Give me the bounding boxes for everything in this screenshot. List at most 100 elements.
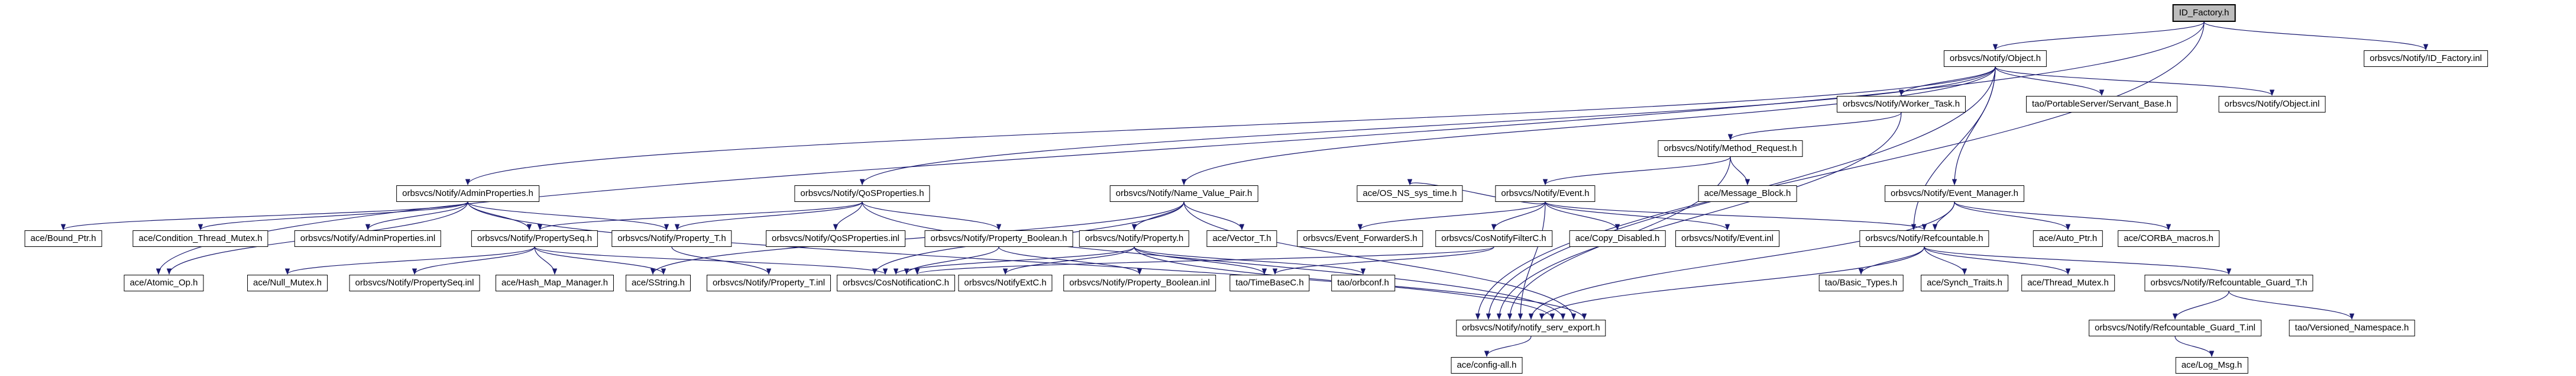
- edge-notify_event_h-to-refcountable_h: [1545, 201, 1927, 231]
- node-notify_object_h[interactable]: orbsvcs/Notify/Object.h: [1943, 50, 2047, 67]
- node-adminproperties_inl[interactable]: orbsvcs/Notify/AdminProperties.inl: [294, 230, 442, 247]
- edge-cosnotifyfilterc_h-to-cosnotificationc_h: [915, 246, 1494, 275]
- node-name_value_pair_h[interactable]: orbsvcs/Notify/Name_Value_Pair.h: [1109, 185, 1258, 202]
- node-os_ns_sys_time_h[interactable]: ace/OS_NS_sys_time.h: [1357, 185, 1463, 202]
- node-servant_base_h[interactable]: tao/PortableServer/Servant_Base.h: [2026, 96, 2177, 113]
- node-propertyseq_h[interactable]: orbsvcs/Notify/PropertySeq.h: [471, 230, 598, 247]
- node-cosnotificationc_h[interactable]: orbsvcs/CosNotificationC.h: [836, 275, 956, 291]
- node-hash_map_manager_h[interactable]: ace/Hash_Map_Manager.h: [495, 275, 614, 291]
- edge-adminproperties_h-to-adminproperties_inl: [365, 201, 468, 231]
- edge-qosproperties_h-to-property_boolean_h: [862, 201, 1002, 231]
- node-worker_task_h[interactable]: orbsvcs/Notify/Worker_Task.h: [1836, 96, 1966, 113]
- edge-id_factory_h-to-notify_serv_export_h: [1475, 21, 2205, 320]
- edge-qosproperties_h-to-propertyseq_h: [538, 201, 863, 231]
- node-synch_traits_h[interactable]: ace/Synch_Traits.h: [1921, 275, 2008, 291]
- node-bound_ptr_h[interactable]: ace/Bound_Ptr.h: [24, 230, 102, 247]
- node-id_factory_inl[interactable]: orbsvcs/Notify/ID_Factory.inl: [2364, 50, 2488, 67]
- node-property_t_inl[interactable]: orbsvcs/Notify/Property_T.inl: [706, 275, 831, 291]
- node-log_msg_h[interactable]: ace/Log_Msg.h: [2175, 357, 2248, 374]
- edge-notify_event_h-to-copy_disabled_h: [1545, 201, 1620, 231]
- edge-notify_event_h-to-cosnotifyfilterc_h: [1491, 201, 1546, 231]
- edge-refcountable_h-to-thread_mutex_h: [1924, 246, 2071, 275]
- node-config_all_h[interactable]: ace/config-all.h: [1451, 357, 1523, 374]
- edge-method_request_h-to-message_block_h: [1730, 156, 1750, 186]
- node-property_t_h[interactable]: orbsvcs/Notify/Property_T.h: [611, 230, 732, 247]
- node-notify_serv_export_h[interactable]: orbsvcs/Notify/notify_serv_export.h: [1456, 320, 1606, 336]
- edge-notify_serv_export_h-to-config_all_h: [1484, 336, 1532, 358]
- node-property_boolean_inl[interactable]: orbsvcs/Notify/Property_Boolean.inl: [1063, 275, 1216, 291]
- node-id_factory_h[interactable]: ID_Factory.h: [2172, 4, 2236, 22]
- node-event_manager_h[interactable]: orbsvcs/Notify/Event_Manager.h: [1885, 185, 2024, 202]
- edge-notify_event_h-to-event_inl: [1545, 201, 1730, 231]
- node-vector_t_h[interactable]: ace/Vector_T.h: [1206, 230, 1277, 247]
- edge-refcountable_guard_t_h-to-refcountable_guard_t_inl: [2172, 291, 2229, 320]
- edge-worker_task_h-to-method_request_h: [1727, 112, 1902, 141]
- node-event_forwarders_h[interactable]: orbsvcs/Event_ForwarderS.h: [1297, 230, 1423, 247]
- edge-method_request_h-to-notify_event_h: [1542, 156, 1731, 186]
- edge-qosproperties_h-to-qosproperties_inl: [833, 201, 863, 231]
- node-corba_macros_h[interactable]: ace/CORBA_macros.h: [2118, 230, 2219, 247]
- edge-notify_object_h-to-name_value_pair_h: [1181, 66, 1996, 186]
- edge-event_manager_h-to-notify_serv_export_h: [1528, 201, 1955, 320]
- edge-notify_object_h-to-object_inl: [1995, 66, 2274, 97]
- node-method_request_h[interactable]: orbsvcs/Notify/Method_Request.h: [1658, 140, 1803, 157]
- edge-propertyseq_h-to-propertyseq_inl: [412, 246, 535, 275]
- node-property_boolean_h[interactable]: orbsvcs/Notify/Property_Boolean.h: [924, 230, 1073, 247]
- node-adminproperties_h[interactable]: orbsvcs/Notify/AdminProperties.h: [396, 185, 539, 202]
- node-cosnotifyfilterc_h[interactable]: orbsvcs/CosNotifyFilterC.h: [1435, 230, 1552, 247]
- node-thread_mutex_h[interactable]: ace/Thread_Mutex.h: [2021, 275, 2115, 291]
- edge-cosnotifyfilterc_h-to-timebasec_h: [1272, 246, 1494, 275]
- edge-property_boolean_h-to-cosnotificationc_h: [904, 246, 999, 275]
- edge-id_factory_h-to-atomic_op_h: [156, 21, 2205, 275]
- node-message_block_h[interactable]: ace/Message_Block.h: [1698, 185, 1797, 202]
- node-basic_types_h[interactable]: tao/Basic_Types.h: [1818, 275, 1904, 291]
- edge-notify_event_h-to-os_ns_sys_time_h: [1407, 179, 1546, 204]
- edge-notify_object_h-to-qosproperties_h: [860, 66, 1996, 186]
- node-refcountable_h[interactable]: orbsvcs/Notify/Refcountable.h: [1859, 230, 1989, 247]
- node-propertyseq_inl[interactable]: orbsvcs/Notify/PropertySeq.inl: [349, 275, 480, 291]
- node-null_mutex_h[interactable]: ace/Null_Mutex.h: [247, 275, 328, 291]
- node-event_inl[interactable]: orbsvcs/Notify/Event.inl: [1675, 230, 1779, 247]
- edge-worker_task_h-to-notify_serv_export_h: [1496, 112, 1902, 320]
- edge-property_t_h-to-property_t_inl: [671, 246, 772, 275]
- edge-adminproperties_h-to-property_t_h: [467, 201, 669, 231]
- edge-adminproperties_h-to-condition_thread_mutex_h: [198, 201, 468, 231]
- node-object_inl[interactable]: orbsvcs/Notify/Object.inl: [2218, 96, 2326, 113]
- node-orbconf_h[interactable]: tao/orbconf.h: [1331, 275, 1395, 291]
- node-property_h[interactable]: orbsvcs/Notify/Property.h: [1079, 230, 1190, 247]
- node-condition_thread_mutex_h[interactable]: ace/Condition_Thread_Mutex.h: [132, 230, 268, 247]
- edge-id_factory_h-to-notify_object_h: [1992, 21, 2205, 51]
- edge-propertyseq_h-to-cosnotificationc_h: [534, 246, 888, 275]
- edge-propertyseq_h-to-sstring_h: [534, 246, 666, 275]
- edge-name_value_pair_h-to-vector_t_h: [1183, 201, 1245, 231]
- node-refcountable_guard_t_inl[interactable]: orbsvcs/Notify/Refcountable_Guard_T.inl: [2089, 320, 2261, 336]
- node-refcountable_guard_t_h[interactable]: orbsvcs/Notify/Refcountable_Guard_T.h: [2144, 275, 2313, 291]
- node-notify_event_h[interactable]: orbsvcs/Notify/Event.h: [1495, 185, 1596, 202]
- edge-property_boolean_h-to-property_boolean_inl: [998, 246, 1143, 275]
- edge-propertyseq_h-to-hash_map_manager_h: [534, 246, 558, 275]
- edge-notify_event_h-to-event_forwarders_h: [1357, 201, 1546, 231]
- edge-refcountable_h-to-synch_traits_h: [1924, 246, 1967, 275]
- node-qosproperties_inl[interactable]: orbsvcs/Notify/QoSProperties.inl: [766, 230, 905, 247]
- edge-notify_object_h-to-refcountable_h: [1911, 66, 1996, 231]
- edge-refcountable_guard_t_h-to-versioned_namespace_h: [2228, 291, 2355, 320]
- node-atomic_op_h[interactable]: ace/Atomic_Op.h: [124, 275, 204, 291]
- edge-property_h-to-orbconf_h: [1134, 246, 1366, 275]
- node-notifyextc_h[interactable]: orbsvcs/NotifyExtC.h: [958, 275, 1053, 291]
- node-qosproperties_h[interactable]: orbsvcs/Notify/QoSProperties.h: [794, 185, 930, 202]
- node-auto_ptr_h[interactable]: ace/Auto_Ptr.h: [2033, 230, 2103, 247]
- edge-notify_event_h-to-notify_serv_export_h: [1517, 201, 1546, 320]
- edge-event_manager_h-to-auto_ptr_h: [1954, 201, 2071, 231]
- edge-name_value_pair_h-to-notify_serv_export_h: [1183, 201, 1577, 320]
- edge-notify_object_h-to-adminproperties_h: [465, 66, 1996, 186]
- node-sstring_h[interactable]: ace/SString.h: [625, 275, 691, 291]
- edge-propertyseq_h-to-null_mutex_h: [284, 246, 535, 275]
- edge-event_manager_h-to-corba_macros_h: [1954, 201, 2172, 231]
- node-timebasec_h[interactable]: tao/TimeBaseC.h: [1229, 275, 1310, 291]
- node-versioned_namespace_h[interactable]: tao/Versioned_Namespace.h: [2289, 320, 2415, 336]
- edge-qosproperties_h-to-property_t_h: [674, 201, 863, 231]
- edge-name_value_pair_h-to-sstring_h: [650, 201, 1185, 275]
- node-copy_disabled_h[interactable]: ace/Copy_Disabled.h: [1569, 230, 1666, 247]
